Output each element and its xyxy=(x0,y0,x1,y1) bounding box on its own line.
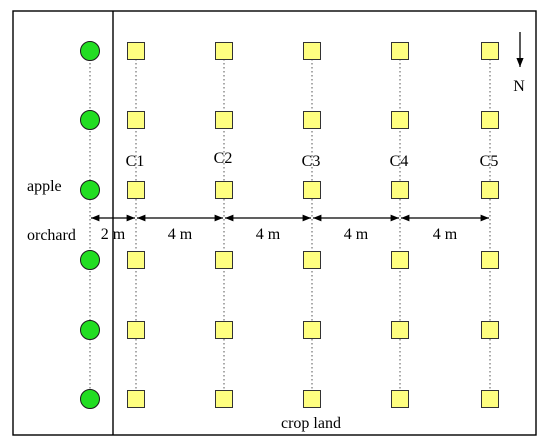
crop-plot-marker xyxy=(481,42,499,60)
apple-tree-marker xyxy=(80,180,100,200)
column-label-4: C4 xyxy=(390,153,409,170)
column-lines xyxy=(89,51,491,399)
crop-plot-grid xyxy=(127,42,499,408)
orchard-label-orchard: orchard xyxy=(27,227,76,244)
column-label-1: C1 xyxy=(126,153,145,170)
crop-plot-marker xyxy=(127,42,145,60)
crop-plot-marker xyxy=(215,42,233,60)
column-label-3: C3 xyxy=(302,153,321,170)
crop-plot-marker xyxy=(303,390,321,408)
column-label-5: C5 xyxy=(480,153,499,170)
crop-plot-marker xyxy=(127,251,145,269)
crop-plot-marker xyxy=(481,390,499,408)
dimension-label-1: 2 m xyxy=(101,226,126,243)
crop-plot-marker xyxy=(481,181,499,199)
crop-plot-marker xyxy=(391,42,409,60)
crop-plot-marker xyxy=(215,390,233,408)
crop-plot-marker xyxy=(303,111,321,129)
apple-tree-row xyxy=(80,41,100,409)
apple-tree-marker xyxy=(80,320,100,340)
orchard-label-apple: apple xyxy=(27,178,62,195)
crop-plot-marker xyxy=(127,181,145,199)
crop-plot-marker xyxy=(303,42,321,60)
crop-plot-marker xyxy=(215,111,233,129)
dimension-label-2: 4 m xyxy=(168,226,193,243)
crop-plot-marker xyxy=(391,321,409,339)
dimension-label-3: 4 m xyxy=(256,226,281,243)
crop-plot-marker xyxy=(391,251,409,269)
north-indicator: N xyxy=(513,32,525,95)
column-labels: C1 C2 C3 C4 C5 xyxy=(126,150,499,170)
crop-plot-marker xyxy=(127,111,145,129)
crop-plot-marker xyxy=(391,390,409,408)
dimension-label-5: 4 m xyxy=(433,226,458,243)
crop-land-label: crop land xyxy=(281,415,341,432)
crop-plot-marker xyxy=(481,111,499,129)
apple-tree-marker xyxy=(80,389,100,409)
crop-plot-marker xyxy=(127,321,145,339)
crop-plot-marker xyxy=(303,321,321,339)
apple-tree-marker xyxy=(80,250,100,270)
column-label-2: C2 xyxy=(214,150,233,167)
apple-tree-marker xyxy=(80,110,100,130)
north-label: N xyxy=(513,78,525,95)
crop-plot-marker xyxy=(303,251,321,269)
crop-plot-marker xyxy=(215,321,233,339)
crop-plot-marker xyxy=(215,181,233,199)
distance-dimensions: 2 m 4 m 4 m 4 m 4 m xyxy=(91,214,489,243)
crop-plot-marker xyxy=(391,111,409,129)
crop-plot-marker xyxy=(481,251,499,269)
crop-plot-marker xyxy=(303,181,321,199)
crop-plot-marker xyxy=(215,251,233,269)
dimension-label-4: 4 m xyxy=(344,226,369,243)
crop-plot-marker xyxy=(481,321,499,339)
apple-tree-marker xyxy=(80,41,100,61)
crop-plot-marker xyxy=(391,181,409,199)
crop-plot-marker xyxy=(127,390,145,408)
outer-border xyxy=(12,10,537,436)
